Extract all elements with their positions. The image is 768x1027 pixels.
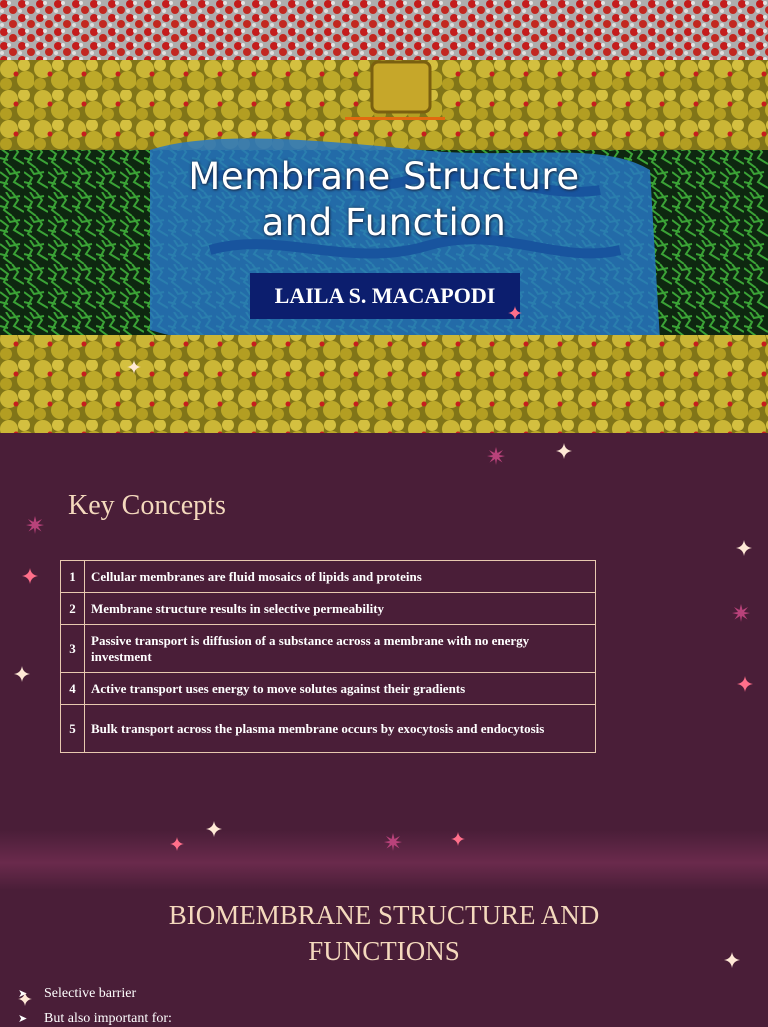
presentation-title-line2: and Function xyxy=(261,201,507,244)
arrow-bullet-icon: ➤ xyxy=(18,1012,28,1025)
title-slide: Membrane Structure and Function LAILA S.… xyxy=(0,0,768,433)
sparkle-icon xyxy=(487,447,505,465)
sparkle-icon xyxy=(18,992,32,1006)
presentation-title-line1: Membrane Structure xyxy=(188,155,580,198)
sparkle-icon xyxy=(556,443,572,459)
table-row: 3 Passive transport is diffusion of a su… xyxy=(60,624,596,673)
biomembrane-heading: BIOMEMBRANE STRUCTURE AND FUNCTIONS xyxy=(0,897,768,969)
table-row: 5 Bulk transport across the plasma membr… xyxy=(60,704,596,753)
sparkle-icon xyxy=(451,832,465,846)
sparkle-icon xyxy=(736,540,752,556)
biomembrane-heading-line1: BIOMEMBRANE STRUCTURE AND xyxy=(168,900,600,930)
sparkle-icon xyxy=(127,360,141,374)
sparkle-icon xyxy=(508,306,522,320)
sparkle-icon xyxy=(724,952,740,968)
row-text: Passive transport is diffusion of a subs… xyxy=(84,624,596,673)
row-number: 5 xyxy=(60,704,85,753)
key-concepts-table: 1 Cellular membranes are fluid mosaics o… xyxy=(60,560,596,753)
bullet-item: ➤But also important for: xyxy=(18,1011,172,1026)
key-concepts-heading: Key Concepts xyxy=(68,490,226,521)
row-number: 1 xyxy=(60,560,85,593)
arrow-bullet-icon: ➤ xyxy=(18,987,28,1000)
bullet-item: ➤Selective barrier xyxy=(18,986,137,1001)
author-name: LAILA S. MACAPODI xyxy=(250,273,520,319)
row-number: 4 xyxy=(60,672,85,705)
row-number: 2 xyxy=(60,592,85,625)
row-text: Membrane structure results in selective … xyxy=(84,592,596,625)
biomembrane-heading-line2: FUNCTIONS xyxy=(308,936,460,966)
row-text: Bulk transport across the plasma membran… xyxy=(84,704,596,753)
sparkle-icon xyxy=(206,821,222,837)
row-text: Cellular membranes are fluid mosaics of … xyxy=(84,560,596,593)
sparkle-icon xyxy=(732,604,750,622)
sparkle-icon xyxy=(384,833,402,851)
sparkle-icon xyxy=(737,676,753,692)
table-row: 2 Membrane structure results in selectiv… xyxy=(60,592,596,625)
sparkle-icon xyxy=(26,516,44,534)
slide-divider xyxy=(0,830,768,890)
sparkle-icon xyxy=(14,666,30,682)
table-row: 4 Active transport uses energy to move s… xyxy=(60,672,596,705)
sparkle-icon xyxy=(22,568,38,584)
row-text: Active transport uses energy to move sol… xyxy=(84,672,596,705)
row-number: 3 xyxy=(60,624,85,673)
table-row: 1 Cellular membranes are fluid mosaics o… xyxy=(60,560,596,593)
sparkle-icon xyxy=(170,837,184,851)
